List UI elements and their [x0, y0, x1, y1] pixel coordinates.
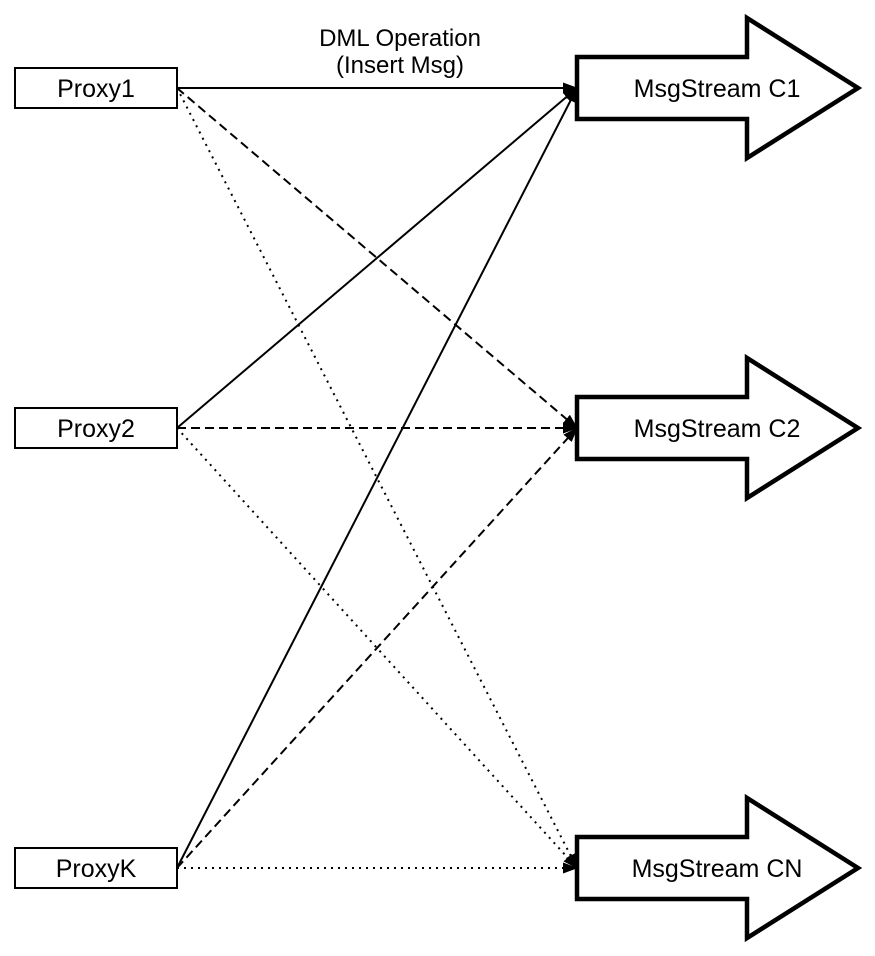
connection-proxyk-to-msgstream-c2 [176, 427, 578, 869]
msgstream-cn-label: MsgStream CN [632, 855, 803, 883]
proxy1-label: Proxy1 [57, 75, 135, 103]
connection-lines [176, 82, 578, 874]
annotation-line1: DML Operation [319, 25, 481, 52]
proxy2-label: Proxy2 [57, 415, 135, 443]
msgstream-c2-label: MsgStream C2 [634, 415, 801, 443]
proxy-node-proxy1: Proxy1 [14, 67, 178, 109]
msgstream-c2-arrow-shape [574, 353, 863, 503]
connection-proxy2-to-msgstream-cn [176, 427, 578, 869]
proxy1-box [14, 67, 178, 109]
msgstream-cn-arrow-shape [574, 793, 863, 943]
msgstream-c1-arrow-shape [574, 13, 863, 163]
proxy-node-proxyk: ProxyK [14, 847, 178, 889]
msgstream-c1-label: MsgStream C1 [634, 75, 801, 103]
proxy-node-proxy2: Proxy2 [14, 407, 178, 449]
proxy2-box [14, 407, 178, 449]
stream-node-msgstream-c2: MsgStream C2 [574, 353, 863, 503]
connection-proxyk-to-msgstream-c1 [176, 87, 578, 869]
proxyk-box [14, 847, 178, 889]
connection-proxy1-to-msgstream-c2 [176, 87, 578, 429]
annotation: DML Operation (Insert Msg) [319, 25, 481, 79]
connection-proxy2-to-msgstream-c1 [176, 87, 578, 429]
proxyk-label: ProxyK [56, 855, 137, 883]
stream-node-msgstream-c1: MsgStream C1 [574, 13, 863, 163]
stream-node-msgstream-cn: MsgStream CN [574, 793, 863, 943]
annotation-line2: (Insert Msg) [336, 52, 464, 79]
